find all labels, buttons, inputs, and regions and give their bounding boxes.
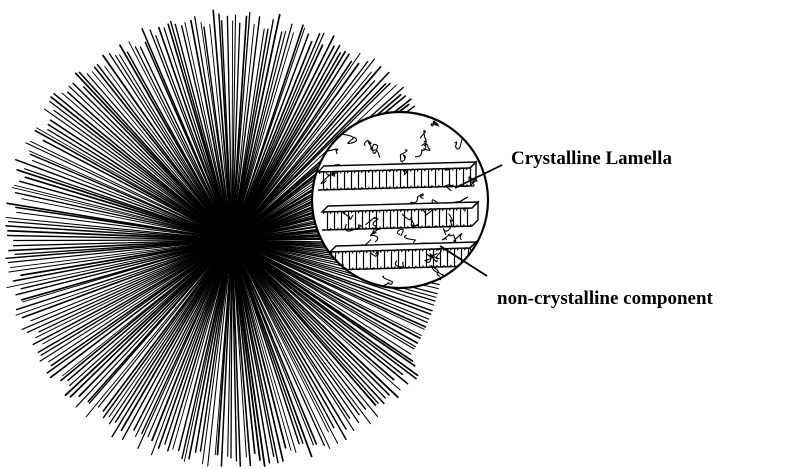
- amorphous-chain: [473, 278, 487, 292]
- label-crystalline-lamella: Crystalline Lamella: [511, 148, 672, 169]
- fibril-line: [14, 240, 230, 241]
- amorphous-chain: [442, 281, 452, 289]
- spherulite-nucleus: [227, 235, 237, 245]
- label-non-crystalline-component: non-crystalline component: [497, 288, 714, 309]
